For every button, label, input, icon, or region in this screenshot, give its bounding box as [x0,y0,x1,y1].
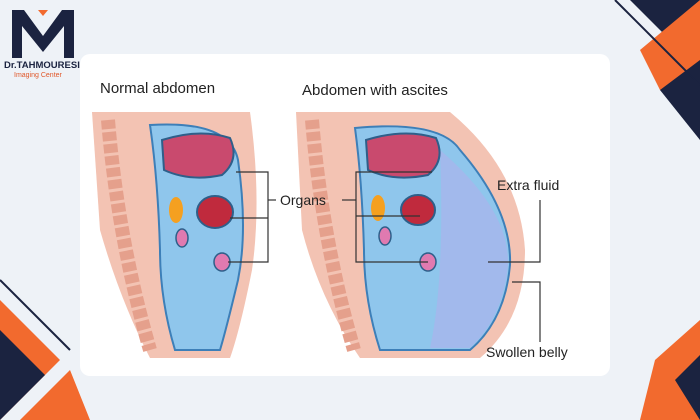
organs-label: Organs [280,192,326,208]
ascites-abdomen-figure [296,112,525,358]
logo-name: Dr.TAHMOURESI [4,60,80,71]
right-panel-title: Abdomen with ascites [302,82,448,99]
logo-subtitle: Imaging Center [14,72,62,79]
left-panel-title: Normal abdomen [100,80,216,97]
extra-fluid-label: Extra fluid [497,177,560,193]
swollen-belly-label: Swollen belly [486,344,568,360]
leader-lines [228,171,541,342]
logo-icon [12,10,74,58]
normal-abdomen-figure [92,112,257,358]
